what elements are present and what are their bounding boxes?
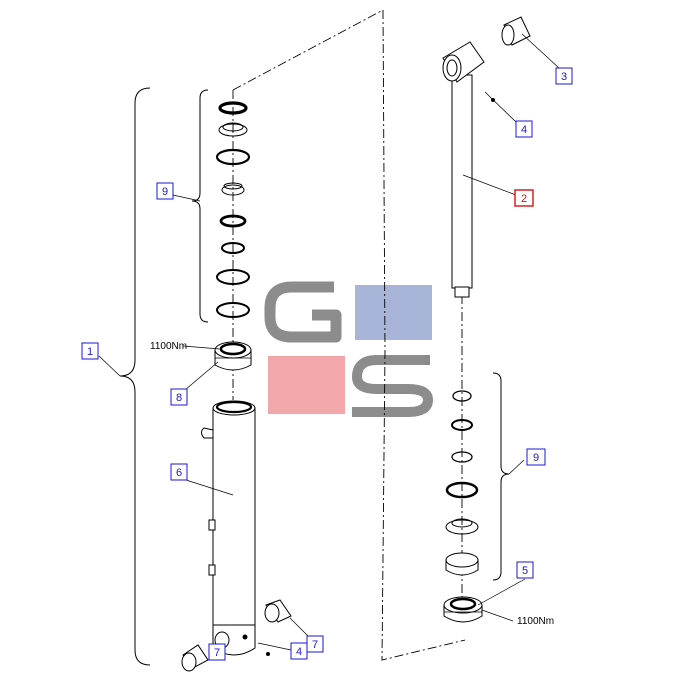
callout-5[interactable]: 5 [516, 561, 534, 579]
watermark-pink-square [268, 356, 345, 414]
callout-8-label: 8 [176, 392, 182, 404]
callout-8[interactable]: 8 [170, 388, 188, 406]
seal-kit-right-rings [445, 390, 479, 576]
callout-6[interactable]: 6 [170, 463, 188, 481]
callout-7-right[interactable]: 7 [306, 635, 324, 653]
callout-5-label: 5 [522, 565, 528, 577]
brace-seal-kit-left [191, 89, 209, 323]
callout-3[interactable]: 3 [555, 67, 573, 85]
callout-7-left[interactable]: 7 [208, 643, 226, 661]
callout-9-left[interactable]: 9 [156, 182, 174, 200]
callout-1[interactable]: 1 [81, 342, 99, 360]
callout-4-bottom-label: 4 [296, 646, 302, 658]
brace-assembly-1 [119, 87, 151, 666]
gs-watermark-logo [264, 281, 433, 417]
piston-rod-part-2 [442, 41, 485, 298]
watermark-letter-g [264, 281, 342, 343]
bushing-part-7-right [264, 599, 292, 623]
torque-label-gland: 1100Nm [150, 341, 187, 352]
callout-7-right-label: 7 [312, 639, 318, 651]
callout-3-label: 3 [561, 71, 567, 83]
bushing-part-7-left [181, 644, 209, 672]
seal-kit-left-rings [215, 101, 251, 318]
cylinder-tube-part-6 [201, 400, 256, 656]
watermark-blue-square [355, 285, 432, 340]
bushing-part-3 [501, 16, 531, 46]
callout-9-right[interactable]: 9 [526, 448, 546, 466]
callout-9-right-label: 9 [533, 452, 539, 464]
callout-2[interactable]: 2 [514, 189, 534, 207]
watermark-letter-s [352, 355, 433, 417]
gland-nut-part-8 [214, 341, 252, 371]
callout-4-top[interactable]: 4 [515, 120, 533, 138]
callout-4-top-label: 4 [521, 124, 527, 136]
piston-part-5 [443, 596, 483, 623]
callout-7-left-label: 7 [214, 647, 220, 659]
callout-4-bottom[interactable]: 4 [290, 642, 308, 660]
callout-6-label: 6 [176, 467, 182, 479]
callout-9-left-label: 9 [162, 186, 168, 198]
callout-1-label: 1 [87, 346, 93, 358]
brace-seal-kit-right [492, 372, 510, 581]
torque-label-piston: 1100Nm [517, 616, 554, 627]
callout-2-label: 2 [521, 193, 527, 205]
